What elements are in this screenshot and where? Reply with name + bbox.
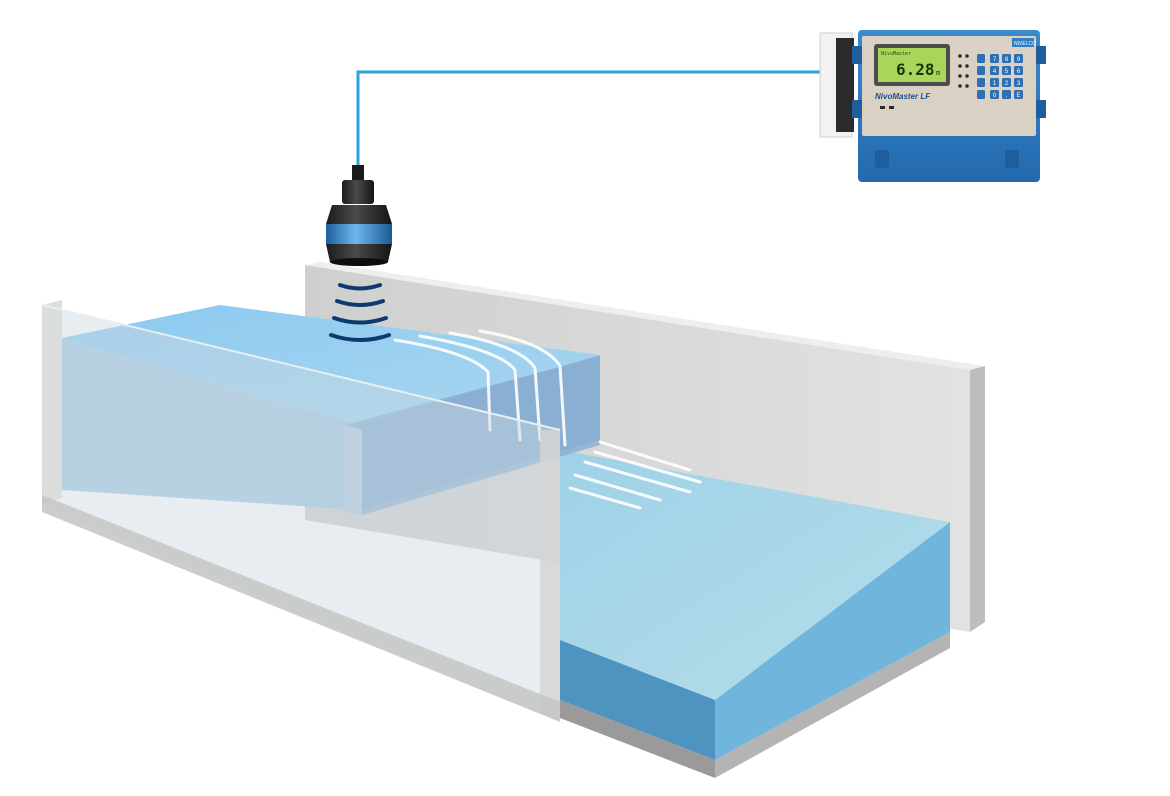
keypad-key <box>990 66 999 75</box>
function-key <box>977 90 985 99</box>
brand-label: NivoMaster LF <box>875 92 931 101</box>
keypad-key-label: 3 <box>1017 81 1021 87</box>
keypad-key-label: 4 <box>993 69 997 75</box>
keypad-key <box>990 54 999 63</box>
keypad: 7 8 9 4 5 6 1 2 3 0. E <box>977 54 1023 99</box>
keypad-key-label: E <box>1016 93 1020 99</box>
keypad-key <box>1014 54 1023 63</box>
keypad-key <box>1002 78 1011 87</box>
keypad-key <box>1014 78 1023 87</box>
keypad-key-label: 9 <box>1017 57 1021 63</box>
sensor-cable <box>356 70 836 172</box>
keypad-key <box>1002 90 1011 99</box>
keypad-key-label: 5 <box>1005 69 1009 75</box>
ultrasonic-sensor-icon <box>326 165 392 266</box>
keypad-key-label: 6 <box>1017 69 1021 75</box>
lcd-reading: 6.28 <box>896 60 935 79</box>
keypad-key-label: 8 <box>1005 57 1009 63</box>
keypad-key-label: . <box>1006 93 1008 99</box>
keypad-key-label: 7 <box>993 57 997 63</box>
channel-front-wall <box>41 300 561 722</box>
flow-streaks <box>393 329 702 510</box>
keypad-key <box>1002 54 1011 63</box>
function-key <box>977 66 985 75</box>
keypad-key-label: 2 <box>1005 81 1009 87</box>
level-transmitter-icon <box>819 30 1046 182</box>
function-key <box>977 78 985 87</box>
downstream-water <box>560 450 950 778</box>
keypad-key <box>990 90 999 99</box>
keypad-key-label: 0 <box>993 93 997 99</box>
keypad-key <box>1002 66 1011 75</box>
function-key <box>977 54 985 63</box>
status-leds <box>880 54 969 109</box>
lcd-unit: m <box>936 69 940 77</box>
keypad-key <box>1014 66 1023 75</box>
keypad-key-label: 1 <box>993 81 997 87</box>
lcd-header: NivoMaster <box>881 51 911 57</box>
maker-badge: NIVELCO <box>1014 41 1036 47</box>
sound-wave-icon <box>329 283 391 342</box>
maker-badge-bg <box>1012 38 1034 47</box>
keypad-key <box>1014 90 1023 99</box>
keypad-key <box>990 78 999 87</box>
